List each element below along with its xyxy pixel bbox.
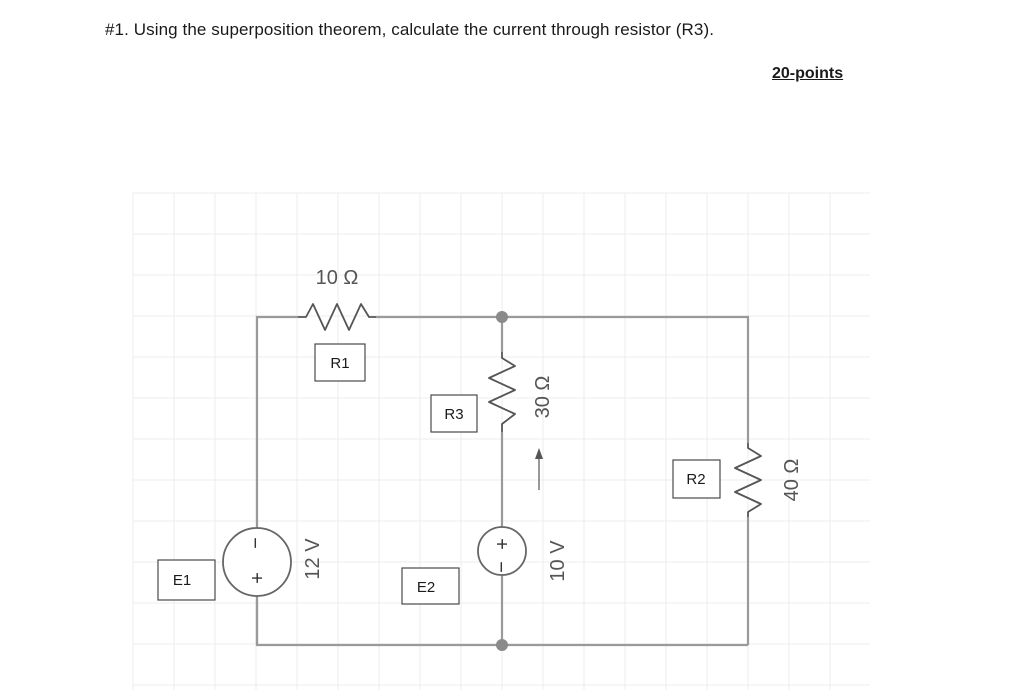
r2-label: R2 (686, 471, 705, 488)
e1-value-label: 12 V (302, 538, 324, 580)
node-bottom (496, 639, 508, 651)
source-e1-symbol (222, 527, 292, 597)
e2-value-label: 10 V (547, 540, 569, 582)
node-top (496, 311, 508, 323)
e1-label-box (157, 559, 216, 601)
r1-label-box (314, 343, 366, 382)
e1-plus-sign: + (247, 572, 269, 584)
points-label: 20-points (772, 65, 844, 82)
e2-label-box (401, 567, 460, 605)
wire-top-left (255, 315, 298, 528)
r1-value-label: 10 Ω (316, 267, 359, 289)
r3-label: R3 (444, 406, 463, 423)
e1-label: E1 (173, 572, 191, 589)
wires (255, 315, 750, 647)
r1-label: R1 (330, 355, 349, 372)
current-arrow-icon (535, 448, 543, 459)
resistor-r2-symbol (734, 443, 762, 517)
e2-plus-sign: + (492, 538, 514, 550)
source-e2-symbol (477, 526, 527, 576)
r2-label-box (672, 459, 721, 499)
r2-value-label: 40 Ω (781, 459, 803, 502)
e1-minus-sign: − (245, 537, 267, 549)
resistor-r3-symbol (488, 352, 516, 432)
r3-label-box (430, 394, 478, 433)
resistor-r1-symbol (298, 303, 376, 331)
question-text: #1. Using the superposition theorem, cal… (105, 20, 715, 39)
e2-label: E2 (417, 579, 435, 596)
r3-value-label: 30 Ω (532, 376, 554, 419)
e2-minus-sign: − (491, 561, 513, 573)
wire-top-right (502, 315, 750, 443)
